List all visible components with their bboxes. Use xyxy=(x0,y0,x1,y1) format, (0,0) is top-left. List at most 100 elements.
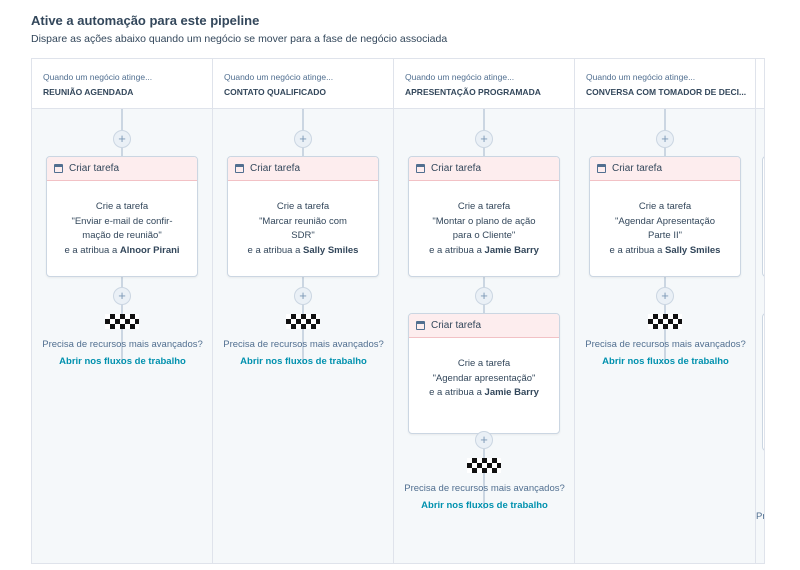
column-header: Quando um negócio atinge... CONTATO QUAL… xyxy=(213,59,393,109)
card-header: Criar tarefa xyxy=(409,314,559,338)
column-header xyxy=(756,59,764,109)
assignee-name: Sally Smiles xyxy=(665,244,721,256)
advanced-features-text: Pre xyxy=(756,511,764,522)
checkered-flag-icon xyxy=(286,314,320,329)
trigger-label: Quando um negócio atinge... xyxy=(224,72,334,82)
stage-name: CONTATO QUALIFICADO xyxy=(224,87,326,97)
stage-column: Quando um negócio atinge... CONVERSA COM… xyxy=(575,59,756,563)
pipeline-board[interactable]: Quando um negócio atinge... REUNIÃO AGEN… xyxy=(31,58,765,564)
task-name-line: "Agendar Apresentação xyxy=(614,215,716,227)
assign-prefix: e a atribua a xyxy=(64,244,118,256)
task-name-line: Parte II" xyxy=(648,230,682,241)
card-line: Crie a tarefa xyxy=(457,358,511,369)
stage-name: REUNIÃO AGENDADA xyxy=(43,87,134,97)
card-line: Crie a tarefa xyxy=(638,201,692,212)
calendar-icon xyxy=(416,164,425,173)
plus-icon[interactable]: + xyxy=(113,287,131,305)
checkered-flag-icon xyxy=(648,314,682,329)
card-title: Criar tarefa xyxy=(250,163,301,174)
trigger-label: Quando um negócio atinge... xyxy=(43,72,153,82)
column-header: Quando um negócio atinge... APRESENTAÇÃO… xyxy=(394,59,574,109)
calendar-icon xyxy=(54,164,63,173)
task-name-line: "Agendar apresentação" xyxy=(432,372,536,384)
task-name-line: "Montar o plano de ação xyxy=(432,215,536,227)
task-card[interactable]: Criar tarefa Crie a tarefa "Montar o pla… xyxy=(408,156,560,277)
assign-line: e a atribua a Jamie Barry xyxy=(409,386,559,401)
assignee-name: Jamie Barry xyxy=(484,387,539,398)
advanced-features-text: Precisa de recursos mais avançados? xyxy=(585,339,746,350)
assign-prefix: e a atribua a xyxy=(429,244,482,256)
card-line: Crie a tarefa xyxy=(276,201,330,212)
plus-icon[interactable]: + xyxy=(475,130,493,148)
stage-column: Quando um negócio atinge... REUNIÃO AGEN… xyxy=(32,59,213,563)
stage-column: Quando um negócio atinge... APRESENTAÇÃO… xyxy=(394,59,575,563)
assignee-name: Alnoor Pirani xyxy=(119,244,180,256)
card-body: Crie a tarefa "Marcar reunião com SDR" e… xyxy=(228,181,378,258)
card-title: Criar tarefa xyxy=(431,163,482,174)
card-body: Crie a tarefa "Agendar apresentação" e a… xyxy=(409,338,559,401)
card-header: Criar tarefa xyxy=(590,157,740,181)
open-workflows-link[interactable]: Abrir nos fluxos de trabalho xyxy=(602,356,729,367)
page-title: Ative a automação para este pipeline xyxy=(31,13,260,28)
assign-prefix: e a atribua a xyxy=(609,244,663,256)
checkered-flag-icon xyxy=(467,458,501,473)
card-body: Crie a tarefa "Agendar Apresentação Part… xyxy=(590,181,740,258)
task-card[interactable]: Criar tarefa Crie a tarefa "Enviar e-mai… xyxy=(46,156,198,277)
card-line: Crie a tarefa xyxy=(457,201,511,212)
plus-icon[interactable]: + xyxy=(294,287,312,305)
assign-line: e a atribua a Alnoor Pirani xyxy=(47,244,197,259)
trigger-label: Quando um negócio atinge... xyxy=(586,72,696,82)
assign-line: e a atribua a Jamie Barry xyxy=(409,244,559,259)
open-workflows-link[interactable]: Abrir nos fluxos de trabalho xyxy=(240,356,367,367)
task-card[interactable]: Criar tarefa Crie a tarefa "Agendar apre… xyxy=(408,313,560,434)
task-card[interactable]: Criar tarefa Crie a tarefa "Marcar reuni… xyxy=(227,156,379,277)
card-title: Criar tarefa xyxy=(612,163,663,174)
card-title: Criar tarefa xyxy=(431,320,482,331)
task-card[interactable]: Criar tarefa Crie a tarefa "Agendar Apre… xyxy=(589,156,741,277)
trigger-label: Quando um negócio atinge... xyxy=(405,72,515,82)
advanced-features-text: Precisa de recursos mais avançados? xyxy=(42,339,203,350)
plus-icon[interactable]: + xyxy=(656,287,674,305)
stage-name: APRESENTAÇÃO PROGRAMADA xyxy=(405,87,541,97)
assign-line: e a atribua a Sally Smiles xyxy=(228,244,378,259)
stage-column: Quando um negócio atinge... CONTATO QUAL… xyxy=(213,59,394,563)
plus-icon[interactable]: + xyxy=(475,431,493,449)
task-card-partial[interactable] xyxy=(762,313,764,451)
open-workflows-link[interactable]: Abrir nos fluxos de trabalho xyxy=(59,356,186,367)
card-header: Criar tarefa xyxy=(409,157,559,181)
task-name-line: mação de reunião" xyxy=(82,230,162,241)
open-workflows-link[interactable]: Abrir nos fluxos de trabalho xyxy=(421,500,548,511)
plus-icon[interactable]: + xyxy=(656,130,674,148)
card-header: Criar tarefa xyxy=(47,157,197,181)
calendar-icon xyxy=(597,164,606,173)
card-header: Criar tarefa xyxy=(228,157,378,181)
calendar-icon xyxy=(416,321,425,330)
task-name-line: para o Cliente" xyxy=(452,230,516,241)
stage-column-partial: Pre xyxy=(756,59,764,563)
assign-prefix: e a atribua a xyxy=(429,387,482,398)
assignee-name: Jamie Barry xyxy=(484,244,539,256)
plus-icon[interactable]: + xyxy=(294,130,312,148)
card-body: Crie a tarefa "Enviar e-mail de confir- … xyxy=(47,181,197,258)
task-name-line: "Marcar reunião com xyxy=(259,215,347,227)
page-subtitle: Dispare as ações abaixo quando um negóci… xyxy=(31,33,448,45)
advanced-features-text: Precisa de recursos mais avançados? xyxy=(404,483,565,494)
stage-name: CONVERSA COM TOMADOR DE DECI... xyxy=(586,87,747,97)
assign-prefix: e a atribua a xyxy=(247,244,301,256)
card-title: Criar tarefa xyxy=(69,163,120,174)
calendar-icon xyxy=(235,164,244,173)
card-body: Crie a tarefa "Montar o plano de ação pa… xyxy=(409,181,559,258)
column-header: Quando um negócio atinge... REUNIÃO AGEN… xyxy=(32,59,212,109)
card-line: Crie a tarefa xyxy=(95,201,149,212)
plus-icon[interactable]: + xyxy=(475,287,493,305)
column-header: Quando um negócio atinge... CONVERSA COM… xyxy=(575,59,755,109)
assign-line: e a atribua a Sally Smiles xyxy=(590,244,740,259)
task-name-line: SDR" xyxy=(291,230,315,241)
advanced-features-text: Precisa de recursos mais avançados? xyxy=(223,339,384,350)
plus-icon[interactable]: + xyxy=(113,130,131,148)
assignee-name: Sally Smiles xyxy=(303,244,359,256)
checkered-flag-icon xyxy=(105,314,139,329)
task-name-line: "Enviar e-mail de confir- xyxy=(71,215,173,227)
task-card-partial[interactable] xyxy=(762,156,764,277)
connector-line xyxy=(483,109,485,509)
